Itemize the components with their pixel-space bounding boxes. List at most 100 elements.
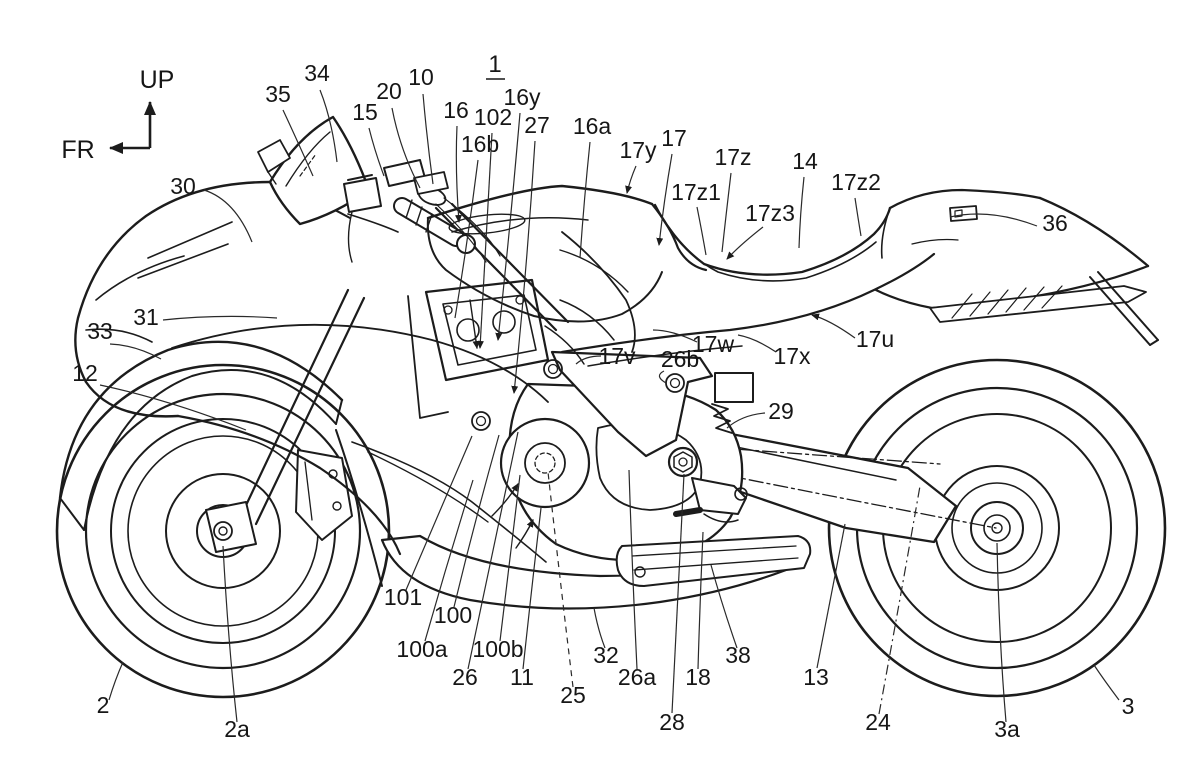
leader-16b — [454, 159, 479, 319]
reference-labels: 35 34 20 10 15 16 102 16y 27 16b 16a 17y… — [72, 60, 1134, 742]
ref-label-17y: 17y — [619, 137, 657, 163]
ref-label-101: 101 — [384, 584, 422, 610]
ref-label-17x: 17x — [773, 343, 811, 369]
motorcycle-drawing — [55, 115, 1167, 699]
ref-label-30: 30 — [170, 173, 196, 199]
fairing-side-seam — [171, 323, 549, 403]
rear-unit-box — [714, 372, 754, 403]
leader-20 — [391, 107, 421, 189]
up-axis-label: UP — [140, 66, 175, 94]
ref-label-15: 15 — [352, 99, 378, 125]
duct-flow-arrow — [515, 519, 534, 549]
ref-label-2: 2 — [97, 692, 110, 718]
leader-26b — [658, 370, 667, 384]
figure-number: 1 — [488, 51, 501, 78]
brake-lever — [347, 213, 399, 233]
leader-102 — [476, 132, 493, 349]
leader-33 — [109, 343, 162, 360]
ref-label-13: 13 — [803, 664, 829, 690]
leader-100a — [424, 479, 474, 642]
tail-lower-spoiler — [929, 285, 1147, 323]
ref-label-16a: 16a — [573, 113, 612, 139]
rear-wheel — [827, 358, 1167, 698]
ref-label-102: 102 — [474, 104, 512, 130]
leader-11 — [522, 507, 542, 670]
ref-label-17: 17 — [661, 125, 687, 151]
ref-label-25: 25 — [560, 682, 586, 708]
ref-label-14: 14 — [792, 148, 818, 174]
ref-label-100: 100 — [434, 602, 472, 628]
duct-line — [367, 451, 489, 523]
leader-18 — [697, 531, 704, 670]
leader-17z3 — [726, 226, 764, 260]
tail-vent-hatching — [951, 285, 1063, 319]
duct-line — [351, 441, 547, 563]
engine-hanger-bolt — [471, 411, 491, 431]
leader-17z2 — [854, 197, 862, 237]
ref-label-26a: 26a — [618, 664, 657, 690]
footpeg-bracket — [673, 477, 748, 523]
leader-16y — [495, 112, 521, 341]
leader-3 — [1093, 664, 1120, 701]
pivot-plate — [550, 350, 714, 458]
leader-13 — [816, 523, 846, 669]
ref-label-16: 16 — [443, 97, 469, 123]
ref-label-27: 27 — [524, 112, 550, 138]
clutch-cover — [499, 417, 591, 509]
ref-label-33: 33 — [87, 318, 113, 344]
leader-14 — [798, 176, 805, 249]
ref-label-100b: 100b — [472, 636, 523, 662]
front-brake-caliper — [295, 449, 353, 541]
leader-34 — [319, 89, 338, 163]
leader-29 — [726, 412, 766, 429]
ref-label-26: 26 — [452, 664, 478, 690]
leader-17 — [656, 153, 673, 246]
ref-label-38: 38 — [725, 642, 751, 668]
leader-17z — [721, 172, 732, 253]
leader-17z1 — [696, 206, 707, 256]
ref-label-17w: 17w — [692, 331, 735, 357]
leader-17w — [652, 329, 698, 343]
leader-30 — [203, 189, 253, 243]
ref-label-16b: 16b — [461, 131, 499, 157]
leader-100 — [453, 434, 500, 608]
leader-31 — [162, 315, 278, 321]
ref-label-3a: 3a — [994, 716, 1020, 742]
ref-label-26b: 26b — [661, 346, 699, 372]
lower-cowl — [380, 534, 808, 610]
ref-label-17u: 17u — [856, 326, 894, 352]
main-frame — [417, 186, 754, 458]
ref-label-100a: 100a — [396, 636, 447, 662]
leader-38 — [710, 564, 738, 649]
leader-100b — [499, 474, 521, 642]
ref-label-28: 28 — [659, 709, 685, 735]
leader-28 — [671, 473, 685, 714]
ref-label-34: 34 — [304, 60, 330, 86]
ref-label-29: 29 — [768, 398, 794, 424]
ref-label-3: 3 — [1122, 693, 1135, 719]
leader-17u — [811, 313, 856, 339]
fr-axis-label: FR — [61, 136, 94, 164]
leader-2 — [108, 661, 124, 701]
tail-cowl — [874, 188, 1159, 346]
duct-flow-arrow — [491, 483, 519, 517]
mirror — [257, 139, 291, 173]
ref-label-17z1: 17z1 — [671, 179, 721, 205]
ref-label-18: 18 — [685, 664, 711, 690]
ref-label-17z2: 17z2 — [831, 169, 881, 195]
leader-10 — [422, 93, 434, 185]
seat — [544, 203, 936, 367]
leader-26 — [467, 431, 519, 670]
body-underside-line — [560, 252, 936, 354]
ref-label-2a: 2a — [224, 716, 250, 742]
suspension-spring — [711, 403, 733, 434]
ref-label-20: 20 — [376, 78, 402, 104]
leader-17v — [575, 355, 602, 365]
orientation-indicator — [109, 101, 156, 154]
footpeg — [673, 507, 703, 517]
leader-2a — [222, 545, 238, 723]
intake-flow-arrow — [469, 299, 480, 349]
ref-label-11: 11 — [510, 664, 534, 690]
leader-26a — [628, 469, 638, 670]
